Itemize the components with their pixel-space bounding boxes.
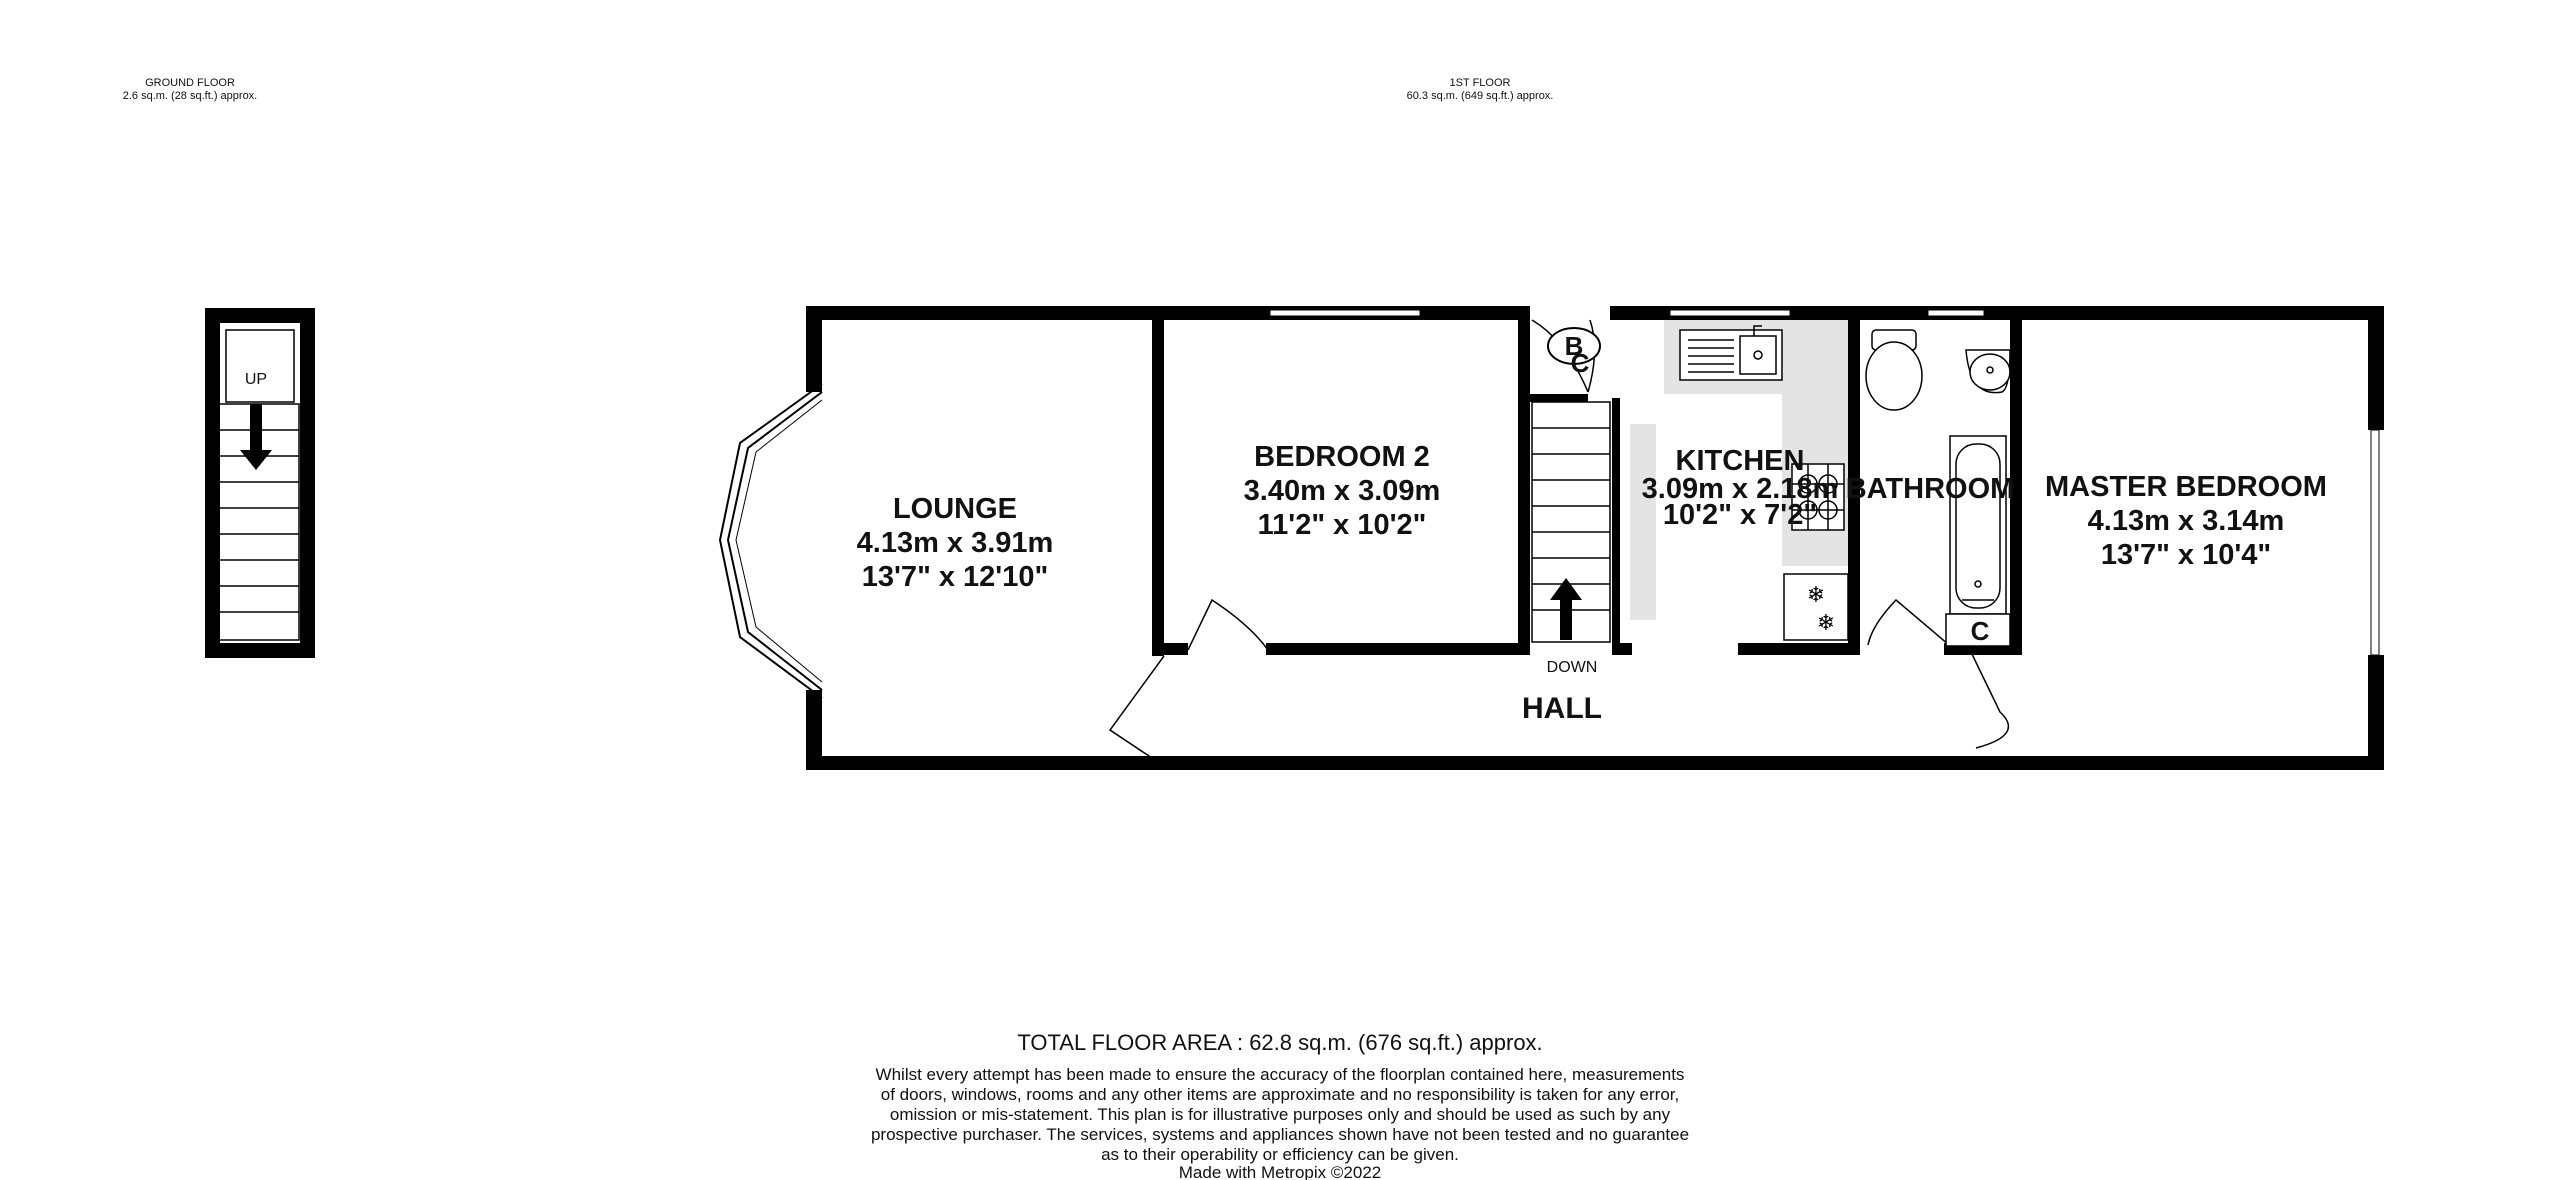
wall-bedroom2-bottom-left	[1152, 643, 1188, 655]
disclaimer-line: Whilst every attempt has been made to en…	[876, 1065, 1685, 1084]
bathroom-name: BATHROOM	[1846, 473, 2015, 505]
first-floor-plan: DOWN	[718, 306, 2384, 770]
bathroom-cupboard-label: C	[1971, 616, 1990, 646]
bedroom2-name: BEDROOM 2	[1254, 441, 1430, 473]
ground-floor-landing	[225, 329, 295, 403]
disclaimer: Whilst every attempt has been made to en…	[871, 1065, 1689, 1164]
stair-direction-arrow-icon	[240, 404, 272, 470]
wall-kitchen-bottom	[1738, 643, 1860, 655]
fridge-freezer-icon: ❄ ❄	[1783, 573, 1849, 641]
wall-lounge-bedroom2-upper	[1152, 320, 1164, 640]
hob-icon	[1791, 463, 1845, 531]
basin-icon	[1965, 349, 2011, 394]
wall-right-lower	[2368, 655, 2384, 770]
ground-floor-plan: UP	[205, 308, 315, 658]
wall-bedroom2-bottom-right	[1266, 643, 1528, 655]
ground-floor-title: GROUND FLOOR	[145, 77, 235, 89]
bathroom-cupboard: C	[1945, 613, 2011, 647]
ground-floor-stairs	[212, 403, 300, 641]
lounge-name: LOUNGE	[893, 493, 1017, 525]
down-label: DOWN	[1547, 659, 1598, 676]
window-master	[2370, 429, 2380, 656]
stair-up-arrow-icon	[1550, 578, 1582, 640]
svg-text:❄: ❄	[1817, 610, 1835, 635]
disclaimer-line: as to their operability or efficiency ca…	[1101, 1145, 1459, 1164]
kitchen-metric: 3.09m x 2.18m	[1642, 473, 1839, 505]
wall-stairs-foot	[1612, 643, 1632, 655]
ground-floor-area: 2.6 sq.m. (28 sq.ft.) approx.	[123, 90, 258, 102]
svg-text:❄: ❄	[1807, 582, 1825, 607]
master-bedroom-metric: 4.13m x 3.14m	[2088, 505, 2285, 537]
landing-cupboard-label: C	[1571, 348, 1590, 378]
master-bedroom-imperial: 13'7" x 10'4"	[2101, 539, 2271, 571]
boiler-label: B	[1565, 331, 1584, 361]
wall-stairs-right	[1612, 398, 1620, 655]
disclaimer-line: prospective purchaser. The services, sys…	[871, 1125, 1689, 1144]
disclaimer-line: omission or mis-statement. This plan is …	[890, 1105, 1671, 1124]
lounge-metric: 4.13m x 3.91m	[857, 527, 1054, 559]
bedroom2-imperial: 11'2" x 10'2"	[1258, 509, 1427, 541]
worktop-landing	[1630, 424, 1656, 620]
total-floor-area: TOTAL FLOOR AREA : 62.8 sq.m. (676 sq.ft…	[1017, 1030, 1542, 1055]
wall-bottom	[806, 756, 2384, 770]
window-bedroom2	[1269, 309, 1421, 317]
window-kitchen	[1669, 309, 1791, 317]
wall-left-lower	[806, 690, 822, 770]
wall-right-upper	[2368, 306, 2384, 430]
first-floor-stairs	[1531, 401, 1611, 643]
disclaimer-line: of doors, windows, rooms and any other i…	[881, 1085, 1679, 1104]
up-label: UP	[245, 371, 267, 388]
wall-bedroom2-right	[1518, 398, 1530, 655]
boiler-icon: B	[1547, 327, 1601, 365]
wall-bathroom-master	[2010, 320, 2022, 655]
gap-landing	[1530, 306, 1610, 320]
window-bathroom	[1927, 309, 1985, 317]
hall-name: HALL	[1522, 692, 1602, 725]
master-bedroom-name: MASTER BEDROOM	[2045, 471, 2327, 503]
bath-icon	[1949, 435, 2007, 615]
wall-landing-top	[1518, 394, 1588, 402]
credit: Made with Metropix ©2022	[1179, 1163, 1381, 1180]
wall-left-upper	[806, 306, 822, 392]
sink-icon	[1679, 325, 1783, 381]
wall-kitchen-bathroom	[1848, 320, 1860, 655]
bedroom2-metric: 3.40m x 3.09m	[1244, 475, 1441, 507]
bay-window	[718, 383, 823, 699]
first-floor-title: 1ST FLOOR	[1450, 77, 1511, 89]
lounge-imperial: 13'7" x 12'10"	[862, 561, 1048, 593]
wall-bedroom2-right-upper	[1518, 320, 1530, 398]
first-floor-area: 60.3 sq.m. (649 sq.ft.) approx.	[1407, 90, 1554, 102]
kitchen-imperial: 10'2" x 7'2"	[1663, 499, 1817, 531]
toilet-icon	[1865, 329, 1923, 411]
kitchen-name: KITCHEN	[1676, 445, 1805, 477]
